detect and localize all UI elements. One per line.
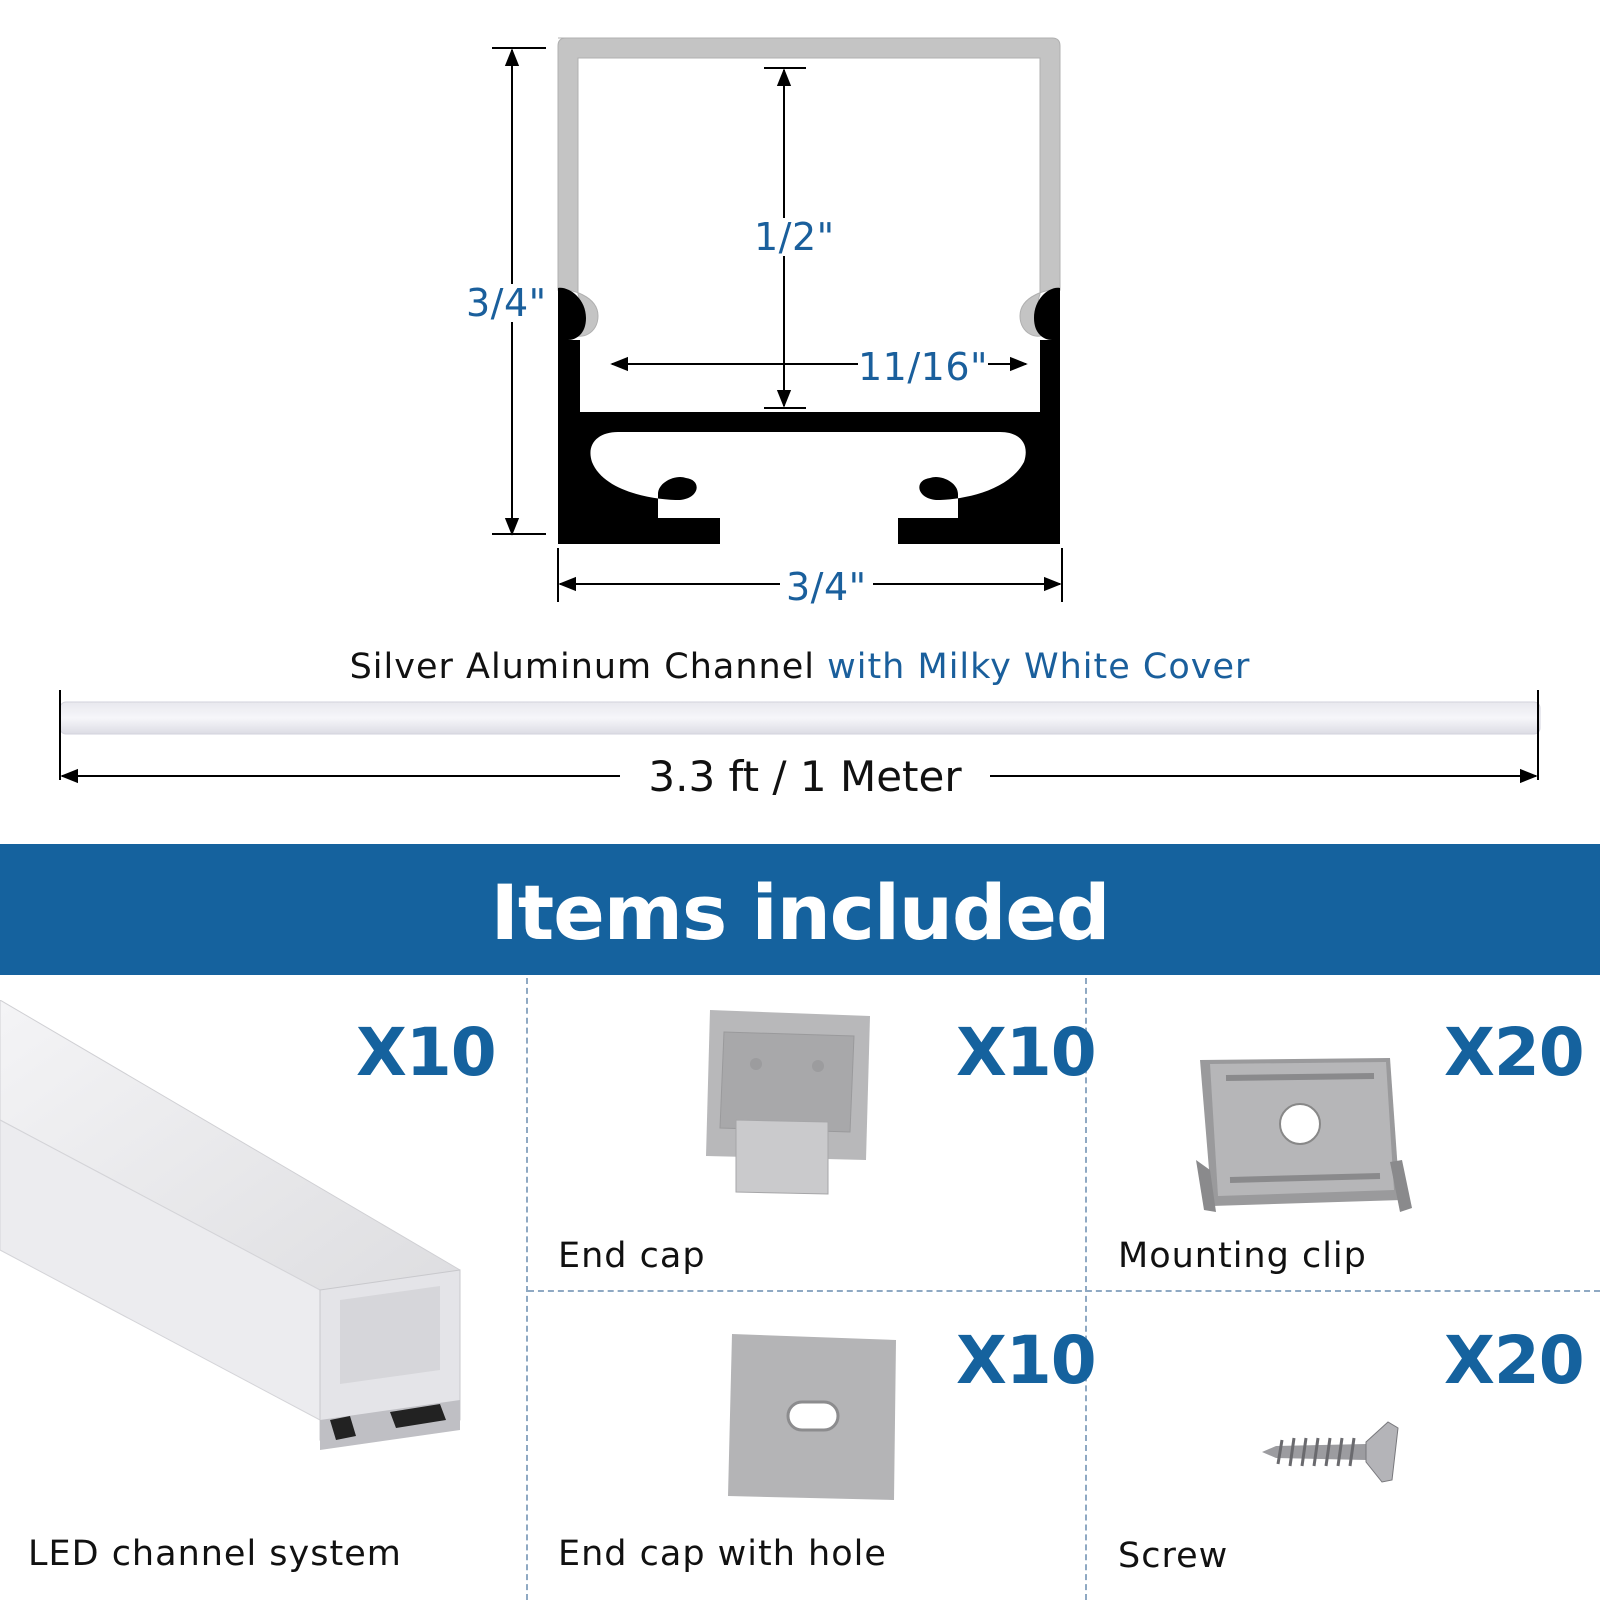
end-cap-with-hole-icon (728, 1334, 896, 1500)
banner-title: Items included (490, 868, 1111, 957)
led-channel-icon (0, 1000, 461, 1450)
width-dimension-label: 3/4" (780, 568, 873, 606)
grid-divider-2 (1085, 978, 1087, 1600)
grid-divider-horizontal (528, 1290, 1600, 1292)
qty-screw: X20 (1444, 1322, 1585, 1399)
label-led-channel: LED channel system (28, 1534, 402, 1574)
label-mounting-clip: Mounting clip (1118, 1236, 1367, 1276)
qty-led-channel: X10 (356, 1014, 497, 1091)
inner-height-dimension-label: 1/2" (754, 215, 835, 259)
qty-end-cap: X10 (956, 1014, 1097, 1091)
channel-length-diagram (59, 690, 1541, 784)
items-included-banner: Items included (0, 844, 1600, 975)
aluminum-profile-body (558, 287, 1060, 544)
diffuser-cover-profile (557, 37, 1061, 337)
product-caption: Silver Aluminum Channel with Milky White… (0, 647, 1600, 687)
channel-bar-image (59, 701, 1541, 735)
height-dimension-label: 3/4" (466, 281, 547, 325)
caption-accent: with Milky White Cover (827, 647, 1251, 687)
label-end-cap: End cap (558, 1236, 706, 1276)
mounting-clip-icon (1196, 1058, 1412, 1212)
end-cap-icon (706, 1010, 870, 1195)
qty-end-cap-with-hole: X10 (956, 1322, 1097, 1399)
length-label: 3.3 ft / 1 Meter (620, 752, 990, 801)
channel-cross-section-diagram (492, 37, 1063, 602)
grid-divider-1 (526, 978, 528, 1600)
inner-width-dimension-label: 11/16" (858, 345, 988, 389)
screw-icon (1262, 1421, 1399, 1483)
qty-mounting-clip: X20 (1444, 1014, 1585, 1091)
caption-main: Silver Aluminum Channel (349, 647, 815, 687)
label-screw: Screw (1118, 1536, 1229, 1576)
label-end-cap-with-hole: End cap with hole (558, 1534, 887, 1574)
